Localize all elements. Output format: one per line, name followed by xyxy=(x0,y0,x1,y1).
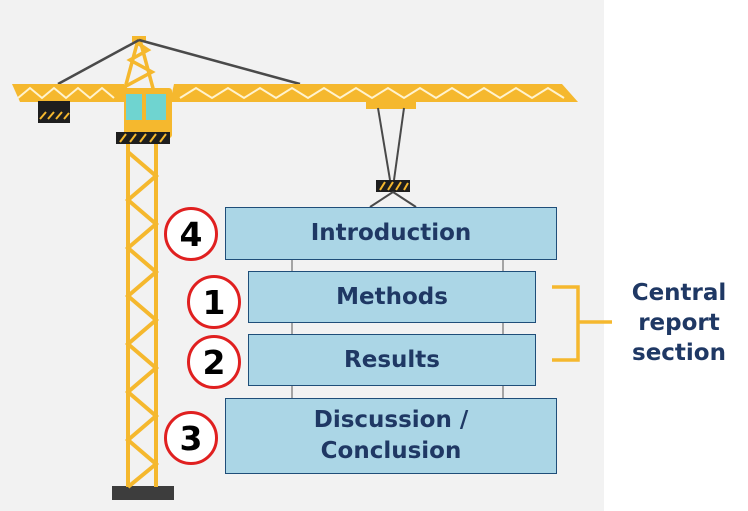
crane-trolley xyxy=(366,100,416,109)
crane-mast xyxy=(122,39,156,93)
crane-tower xyxy=(124,140,160,489)
section-box-discussion: Discussion / Conclusion xyxy=(225,398,557,474)
order-badge-methods: 1 xyxy=(187,275,241,329)
section-box-methods: Methods xyxy=(248,271,536,323)
main-jib xyxy=(170,84,578,102)
section-label: Methods xyxy=(336,283,448,310)
central-section-bracket xyxy=(552,285,612,362)
crane-base xyxy=(112,486,174,500)
central-report-section-label: Central report section xyxy=(631,280,727,366)
section-label: Results xyxy=(344,346,440,373)
box-connectors xyxy=(291,260,504,398)
section-label: Introduction xyxy=(310,220,472,246)
section-box-results: Results xyxy=(248,334,536,386)
cab-window xyxy=(126,94,142,120)
crane-cables xyxy=(57,38,301,86)
order-badge-discussion: 3 xyxy=(164,411,218,465)
section-box-introduction: Introduction xyxy=(225,207,557,260)
order-badge-introduction: 4 xyxy=(164,207,218,261)
order-badge-results: 2 xyxy=(187,335,241,389)
crane-mast-tip xyxy=(132,36,146,42)
section-label: Discussion / Conclusion xyxy=(313,407,469,464)
crane-hook-icon xyxy=(369,180,417,208)
